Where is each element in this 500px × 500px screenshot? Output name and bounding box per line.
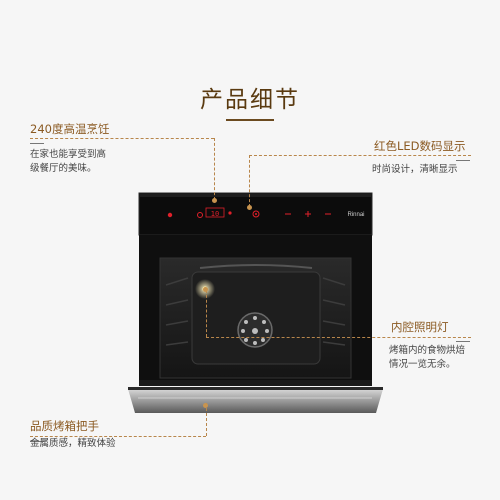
feature-desc-lamp-line-1: 烤箱内的食物烘焙 [389, 345, 466, 356]
feature-title-lamp: 内腔照明灯 [391, 320, 449, 334]
power-icon [252, 210, 260, 218]
leader-line-handle-vertical [206, 403, 207, 436]
feature-title-temp: 240度高温烹饪 [30, 122, 110, 136]
brand-logo: Rinnai [347, 212, 364, 218]
feature-title-handle: 品质烤箱把手 [30, 419, 99, 433]
feature-desc-handle: 金属质感，精致体验 [30, 437, 116, 451]
leader-line-led [249, 155, 471, 156]
page-title: 产品细节 [200, 87, 300, 113]
led-readout: 10 [211, 210, 219, 218]
feature-desc-lamp: 烤箱内的食物烘焙 情况一览无余。 [389, 344, 465, 372]
feature-desc-led-line-1: 时尚设计，清晰显示 [372, 164, 458, 175]
marker-dot-temp [212, 198, 217, 203]
feature-rule-handle [30, 441, 44, 442]
feature-desc-temp-line-1: 在家也能享受到高 [30, 149, 107, 160]
feature-rule-temp [30, 143, 44, 144]
title-underline [226, 119, 274, 121]
feature-desc-temp: 在家也能享受到高 级餐厅的美味。 [30, 148, 106, 176]
marker-dot-handle [203, 403, 208, 408]
feature-desc-led: 时尚设计，清晰显示 [372, 163, 458, 177]
leader-line-temp-vertical [214, 138, 215, 200]
marker-dot-lamp [203, 287, 208, 292]
leader-line-led-vertical [249, 155, 250, 207]
feature-title-led: 红色LED数码显示 [374, 139, 466, 153]
knob-mode-icon [197, 212, 203, 218]
oven-handle [128, 389, 383, 413]
feature-rule-led [456, 160, 470, 161]
led-display-icon [205, 207, 225, 218]
leader-line-handle [30, 436, 206, 437]
feature-rule-lamp [456, 341, 470, 342]
leader-line-temp [30, 138, 214, 139]
knob-left-icon [167, 212, 173, 218]
feature-desc-handle-line-1: 金属质感，精致体验 [30, 438, 116, 449]
marker-dot-led [247, 205, 252, 210]
feature-desc-lamp-line-2: 情况一览无余。 [389, 359, 456, 370]
leader-line-lamp [206, 337, 471, 338]
leader-line-lamp-vertical [206, 290, 207, 337]
feature-desc-temp-line-2: 级餐厅的美味。 [30, 163, 97, 174]
